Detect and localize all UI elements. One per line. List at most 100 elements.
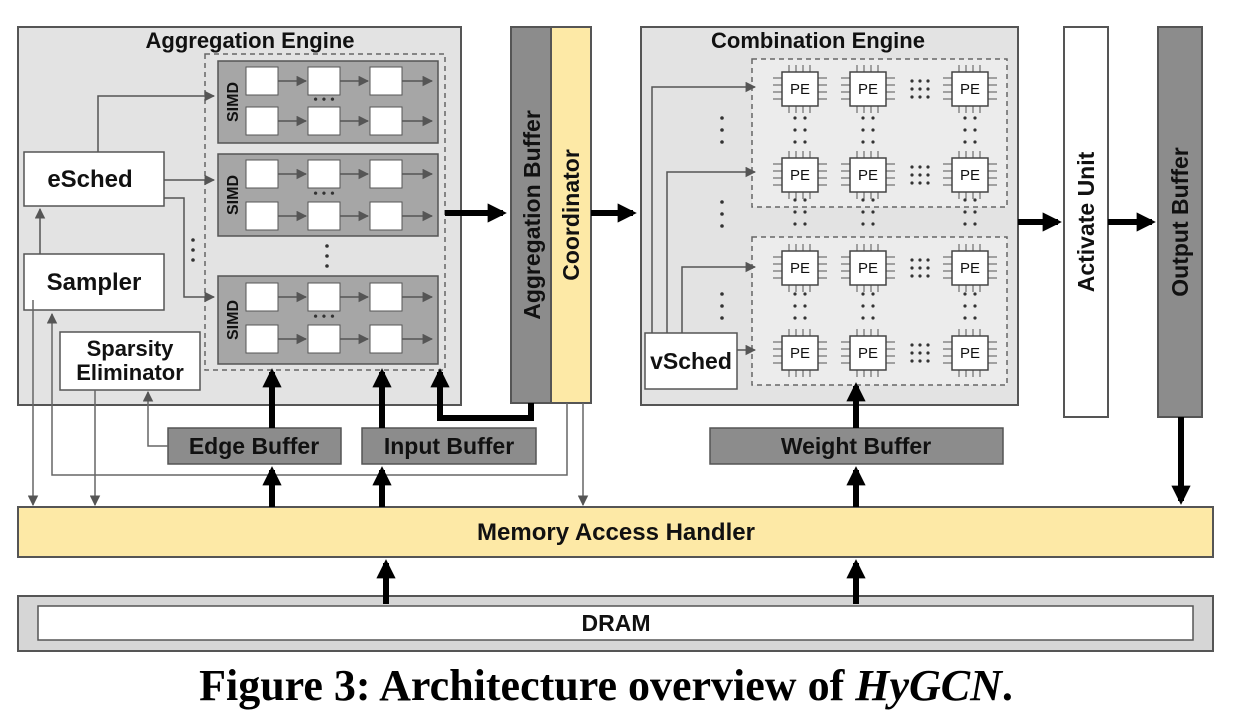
dram-label: DRAM — [582, 610, 651, 636]
sparsity-eliminator-block — [59, 331, 201, 391]
aggregation-buffer-block — [510, 26, 552, 404]
pe-row-ellipsis-dot — [910, 343, 914, 347]
caption-suffix: . — [1002, 661, 1013, 710]
pe-cell: PE — [773, 244, 827, 292]
esched-label: eSched — [47, 166, 132, 193]
sampler-block — [23, 253, 165, 311]
pe-row-ellipsis-dot — [926, 95, 930, 99]
aggregation-engine: Aggregation Engine SIMD • • • SIMD — [17, 26, 462, 406]
vsched-block — [644, 332, 738, 390]
pe-col-ellipsis-dot — [803, 128, 807, 132]
pe-col-ellipsis-dot — [803, 140, 807, 144]
pe-col-ellipsis-dot — [871, 304, 875, 308]
pe-label: PE — [960, 345, 980, 362]
pe-col-ellipsis-dot — [871, 140, 875, 144]
vsched-label: vSched — [650, 348, 732, 374]
pe-col-ellipsis-dot — [793, 140, 797, 144]
pe-label: PE — [790, 167, 810, 184]
pe-row-ellipsis-dot — [926, 258, 930, 262]
input-buffer-label: Input Buffer — [384, 433, 514, 459]
svg-text:• • •: • • • — [313, 93, 335, 108]
pe-cell: PE — [773, 151, 827, 199]
pe-col-ellipsis-dot — [803, 222, 807, 226]
pe-cell: PE — [943, 244, 997, 292]
pe-col-ellipsis-dot — [871, 210, 875, 214]
pe-label: PE — [790, 260, 810, 277]
pe-col-ellipsis-dot — [871, 198, 875, 202]
pe-col-ellipsis-dot — [973, 116, 977, 120]
figure-caption: Figure 3: Architecture overview of HyGCN… — [199, 661, 1013, 710]
pe-col-ellipsis-dot — [793, 222, 797, 226]
activate-unit-label: Activate Unit — [1073, 151, 1099, 292]
pe-col-ellipsis-dot — [963, 128, 967, 132]
pe-col-ellipsis-dot — [793, 116, 797, 120]
pe-row-ellipsis-dot — [926, 351, 930, 355]
pe-row-ellipsis-dot — [918, 181, 922, 185]
aggregation-buffer-label: Aggregation Buffer — [519, 110, 545, 320]
pe-col-ellipsis-dot — [861, 140, 865, 144]
pe-row-ellipsis-dot — [918, 258, 922, 262]
pe-row-ellipsis-dot — [926, 266, 930, 270]
pe-row-ellipsis-dot — [918, 266, 922, 270]
pe-row-ellipsis-dot — [918, 359, 922, 363]
edge-buffer-label: Edge Buffer — [189, 433, 319, 459]
simd-group-3: SIMD • • • — [217, 275, 439, 365]
data-flow-arrows — [262, 203, 1191, 604]
pe-row-ellipsis-dot — [910, 351, 914, 355]
weight-buffer-label: Weight Buffer — [781, 433, 931, 459]
svg-text:• • •: • • • — [313, 310, 335, 325]
pe-row-ellipsis-dot — [926, 359, 930, 363]
pe-row-ellipsis-dot — [910, 266, 914, 270]
pe-col-ellipsis-dot — [963, 210, 967, 214]
pe-col-ellipsis-dot — [963, 316, 967, 320]
caption-name: HyGCN — [854, 661, 1004, 710]
pe-col-ellipsis-dot — [973, 210, 977, 214]
pe-row-ellipsis-dot — [926, 79, 930, 83]
pe-cell: PE — [773, 65, 827, 113]
pe-label: PE — [790, 81, 810, 98]
pe-cell: PE — [773, 329, 827, 377]
pe-col-ellipsis-dot — [793, 128, 797, 132]
pe-col-ellipsis-dot — [793, 304, 797, 308]
vsched-connections — [651, 81, 757, 356]
simd-label: SIMD — [225, 175, 242, 215]
pe-col-ellipsis-dot — [861, 128, 865, 132]
pe-row-ellipsis-dot — [910, 173, 914, 177]
pe-col-ellipsis-dot — [973, 304, 977, 308]
pe-row-ellipsis-dot — [918, 165, 922, 169]
pe-col-ellipsis-dot — [871, 128, 875, 132]
pe-col-ellipsis-dot — [803, 210, 807, 214]
sampler-label: Sampler — [47, 269, 142, 296]
pe-col-ellipsis-dot — [963, 140, 967, 144]
pe-col-ellipsis-dot — [973, 140, 977, 144]
pe-row-ellipsis-dot — [910, 181, 914, 185]
control-connections — [27, 300, 589, 507]
coordinator-block — [550, 26, 592, 404]
dram-inner — [37, 605, 1194, 641]
pe-col-ellipsis-dot — [973, 198, 977, 202]
memory-access-handler-block — [17, 506, 1214, 558]
pe-row-ellipsis-dot — [910, 274, 914, 278]
simd-label: SIMD — [225, 300, 242, 340]
pe-row-ellipsis-dot — [926, 181, 930, 185]
pe-row-ellipsis-dot — [910, 79, 914, 83]
simd-group-1: SIMD • • • — [217, 60, 439, 144]
pe-col-ellipsis-dot — [861, 210, 865, 214]
pe-col-ellipsis-dot — [963, 222, 967, 226]
pe-col-ellipsis-dot — [861, 222, 865, 226]
pe-col-ellipsis-dot — [973, 222, 977, 226]
pe-col-ellipsis-dot — [861, 304, 865, 308]
pe-col-ellipsis-dot — [803, 292, 807, 296]
pe-row-ellipsis-dot — [910, 165, 914, 169]
pe-col-ellipsis-dot — [793, 292, 797, 296]
pe-row-ellipsis-dot — [918, 87, 922, 91]
simd-label: SIMD — [225, 82, 242, 122]
pe-cell: PE — [943, 151, 997, 199]
pe-row-ellipsis-dot — [926, 274, 930, 278]
pe-row-ellipsis-dot — [918, 274, 922, 278]
pe-cell: PE — [841, 244, 895, 292]
sparsity-eliminator-line1: Sparsity — [87, 336, 175, 361]
